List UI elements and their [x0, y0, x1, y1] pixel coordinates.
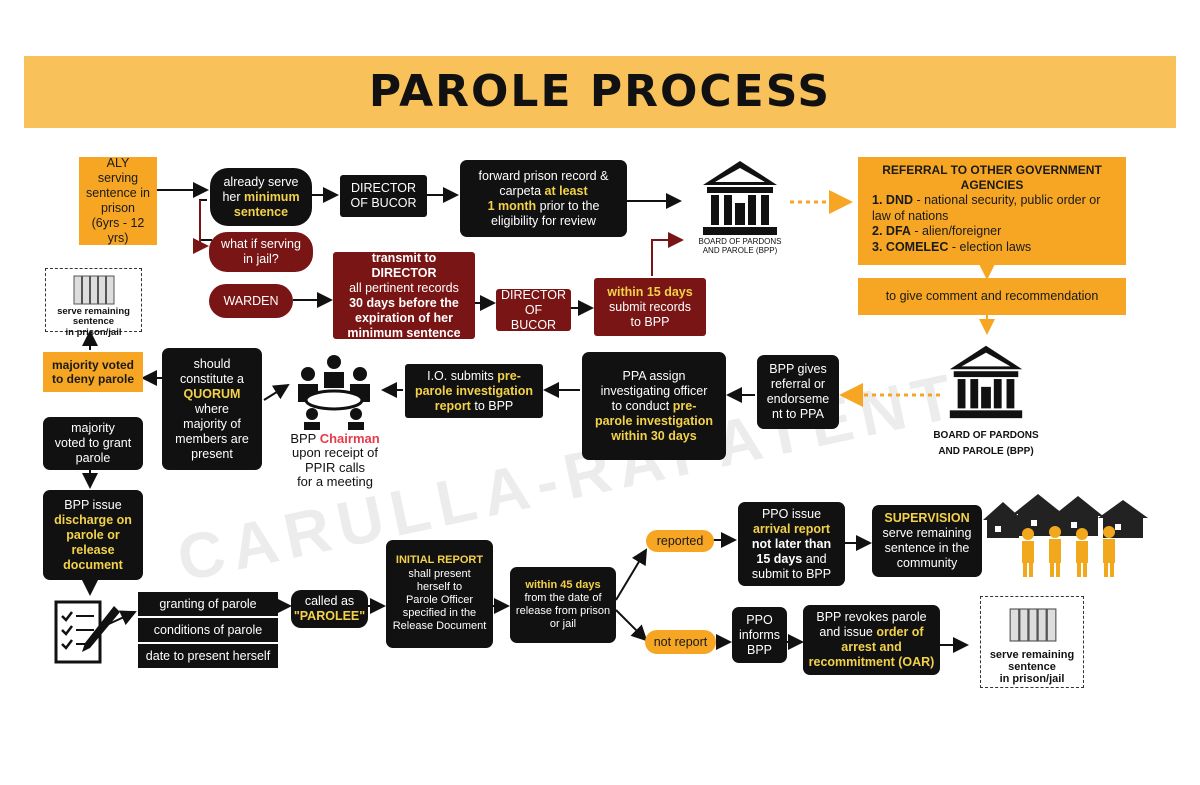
- list-item: granting of parole: [138, 592, 278, 618]
- bpp-issue-box: BPP issue discharge on parole or release…: [43, 490, 143, 580]
- jail-icon: [1009, 608, 1057, 642]
- within-15-box: within 15 days submit records to BPP: [594, 278, 706, 336]
- list-item: conditions of parole: [138, 618, 278, 644]
- parole-list: granting of parole conditions of parole …: [138, 592, 278, 668]
- already-serve-box: already serve her minimum sentence: [210, 168, 312, 226]
- jail-icon: [73, 275, 115, 305]
- houses-people-icon: [983, 494, 1148, 577]
- within-45-box: within 45 days from the date of release …: [510, 567, 616, 643]
- reported-pill: reported: [646, 530, 714, 552]
- forward-record-box: forward prison record & carpeta at least…: [460, 160, 627, 237]
- io-submits-box: I.O. submits pre- parole investigation r…: [405, 364, 543, 418]
- transmit-box: transmit to DIRECTOR all pertinent recor…: [333, 251, 475, 340]
- comment-box: to give comment and recommendation: [858, 278, 1126, 315]
- building-icon: [703, 161, 777, 235]
- warden-box: WARDEN: [209, 284, 293, 318]
- list-item: date to present herself: [145, 649, 271, 663]
- quorum-box: should constitute a QUORUM where majorit…: [162, 348, 262, 470]
- initial-report-box: INITIAL REPORT shall present herself to …: [386, 540, 493, 648]
- referral-item-comelec: 3. COMELEC - election laws: [872, 239, 1032, 254]
- building-icon: [949, 345, 1023, 419]
- title-banner: PAROLE PROCESS: [24, 56, 1176, 128]
- document-pen-icon: [54, 600, 120, 664]
- bpp-revokes-box: BPP revokes parole and issue order of ar…: [803, 605, 940, 675]
- referral-item-dnd: 1. DND - national security, public order…: [872, 193, 1101, 223]
- meeting-icon: [298, 355, 370, 430]
- called-as-box: called as"PAROLEE": [291, 590, 368, 628]
- referral-item-dfa: 2. DFA - alien/foreigner: [872, 224, 1002, 239]
- supervision-box: SUPERVISION serve remaining sentence in …: [872, 505, 982, 577]
- ppo-arrival-box: PPO issue arrival report not later than …: [738, 502, 845, 586]
- referral-box: REFERRAL TO OTHER GOVERNMENT AGENCIES 1.…: [858, 157, 1126, 265]
- page-title: PAROLE PROCESS: [368, 66, 832, 117]
- ppa-assign-box: PPA assign investigating officer to cond…: [582, 352, 726, 460]
- not-report-pill: not report: [645, 630, 716, 654]
